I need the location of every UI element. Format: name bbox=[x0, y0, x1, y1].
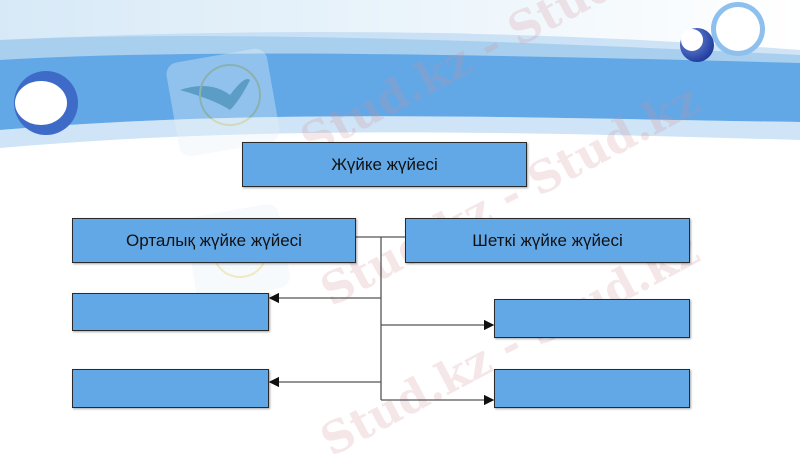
background-banner bbox=[0, 0, 800, 278]
nervous-system-box: Жүйке жүйесі bbox=[242, 142, 527, 187]
peripheral-nervous-system-box: Шеткі жүйке жүйесі bbox=[405, 218, 690, 263]
central-sub-box-2 bbox=[72, 369, 269, 408]
central-sub-box-1 bbox=[72, 293, 269, 331]
connector-lines bbox=[268, 236, 495, 406]
box-label: Орталық жүйке жүйесі bbox=[126, 230, 302, 250]
peripheral-sub-box-1 bbox=[494, 299, 690, 338]
box-label: Жүйке жүйесі bbox=[331, 154, 438, 174]
box-label: Шеткі жүйке жүйесі bbox=[472, 230, 623, 250]
central-nervous-system-box: Орталық жүйке жүйесі bbox=[72, 218, 356, 263]
peripheral-sub-box-2 bbox=[494, 369, 690, 408]
